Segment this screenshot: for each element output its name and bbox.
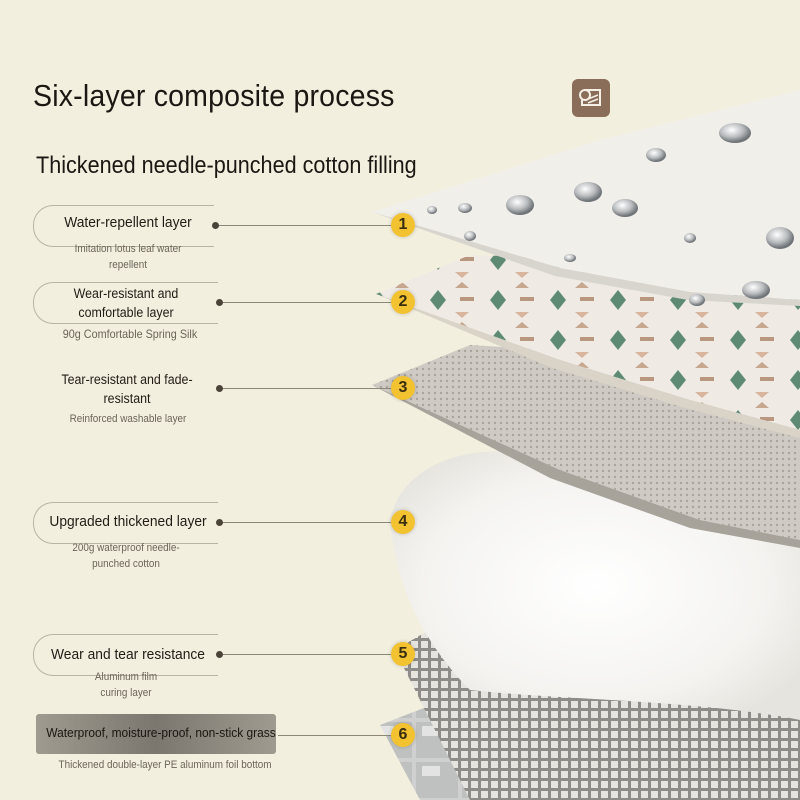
layer-label-pill — [33, 282, 218, 324]
layer-description: Aluminum film curing layer — [94, 671, 158, 699]
layer-label: Tear-resistant and fade-resistant — [61, 372, 193, 406]
layer-number-badge: 2 — [391, 290, 415, 314]
connector-dot — [216, 385, 223, 392]
layer-label-pill — [33, 634, 218, 676]
rolled-mat-icon — [572, 79, 610, 117]
layer-label-pill — [33, 502, 218, 544]
connector-line — [216, 225, 392, 226]
page-title: Six-layer composite process — [33, 78, 395, 113]
connector-line — [220, 302, 392, 303]
layer-label: Wear and tear resistance — [51, 646, 205, 663]
layer-label: Waterproof, moisture-proof, non-stick gr… — [46, 725, 276, 740]
connector-line — [220, 654, 392, 655]
layer-description: Imitation lotus leaf water repellent — [74, 243, 182, 271]
connector-dot — [212, 222, 219, 229]
connector-dot — [216, 519, 223, 526]
layer-label: Wear-resistant and comfortable layer — [73, 286, 179, 320]
connector-dot — [216, 299, 223, 306]
layer-label-pill — [33, 205, 214, 247]
layer-description: 90g Comfortable Spring Silk — [62, 327, 198, 341]
connector-line — [220, 388, 392, 389]
layer-number-badge: 3 — [391, 376, 415, 400]
layer-number-badge: 1 — [391, 213, 415, 237]
layer-label-pill — [36, 714, 276, 754]
layer-label: Upgraded thickened layer — [49, 513, 207, 530]
connector-dot — [216, 651, 223, 658]
layer-number-badge: 5 — [391, 642, 415, 666]
layer-description: Reinforced washable layer — [69, 413, 187, 425]
connector-line — [220, 522, 392, 523]
layer-label: Water-repellent layer — [64, 214, 192, 231]
layer-number-badge: 6 — [391, 723, 415, 747]
connector-line — [278, 735, 392, 736]
layer-description: 200g waterproof needle-punched cotton — [72, 542, 180, 570]
page-subtitle: Thickened needle-punched cotton filling — [36, 152, 417, 179]
layer-number-badge: 4 — [391, 510, 415, 534]
layer-description: Thickened double-layer PE aluminum foil … — [58, 759, 272, 771]
